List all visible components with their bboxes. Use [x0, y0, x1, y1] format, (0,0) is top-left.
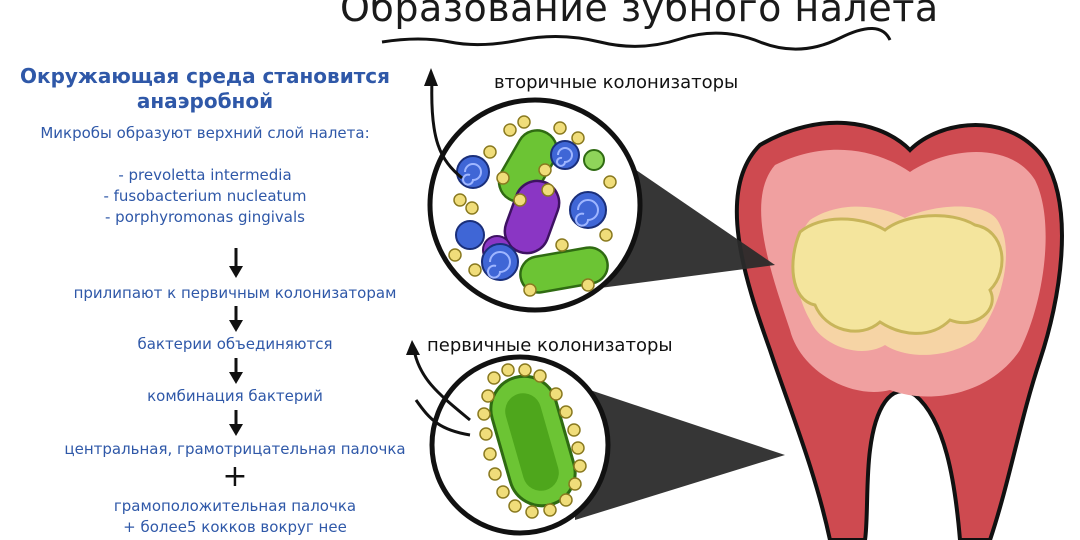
- final-line-1: грамоположительная палочка: [113, 497, 357, 515]
- primary-colonizers-label: первичные колонизаторы: [427, 335, 673, 356]
- tooth-illustration: [734, 120, 1064, 540]
- step-combination: комбинация бактерий: [147, 387, 323, 405]
- title-underline: [381, 27, 892, 51]
- secondary-pointer-arrow-icon: [430, 79, 463, 180]
- page-title: Образование зубного налета: [340, 0, 939, 30]
- down-arrow-icon: [229, 306, 243, 332]
- secondary-colonizers-label: вторичные колонизаторы: [494, 72, 739, 93]
- arrowhead-icon: [406, 340, 420, 355]
- heading-line-1: Окружающая среда становится: [20, 64, 390, 88]
- arrowhead-icon: [424, 68, 438, 86]
- bacteria-item: - porphyromonas gingivals: [105, 208, 305, 226]
- microbes-subheading: Микробы образуют верхний слой налета:: [40, 124, 370, 142]
- bacteria-item: - fusobacterium nucleatum: [103, 187, 307, 205]
- primary-zoom-cone: [575, 385, 785, 520]
- primary-pointer-arrow-icon: [412, 349, 471, 437]
- primary-colonizers-circle: [429, 354, 611, 536]
- heading-line-2: анаэробной: [136, 89, 274, 113]
- environment-heading: Окружающая среда становится анаэробной: [0, 64, 410, 114]
- bacteria-list: - prevoletta intermedia - fusobacterium …: [0, 165, 410, 228]
- step-central-rod: центральная, грамотрицательная палочка: [64, 440, 406, 458]
- down-arrow-icon: [229, 358, 243, 384]
- final-line-2: + более5 кокков вокруг нее: [123, 518, 347, 536]
- bacteria-item: - prevoletta intermedia: [118, 166, 292, 184]
- secondary-colonizers-circle: [427, 97, 643, 313]
- step-adhere: прилипают к первичным колонизаторам: [73, 284, 397, 302]
- down-arrow-icon: [229, 248, 243, 278]
- plaque-deposit: [791, 214, 1004, 335]
- down-arrow-icon: [229, 410, 243, 436]
- plus-sign: +: [222, 459, 248, 494]
- step-unite: бактерии объединяются: [137, 335, 333, 353]
